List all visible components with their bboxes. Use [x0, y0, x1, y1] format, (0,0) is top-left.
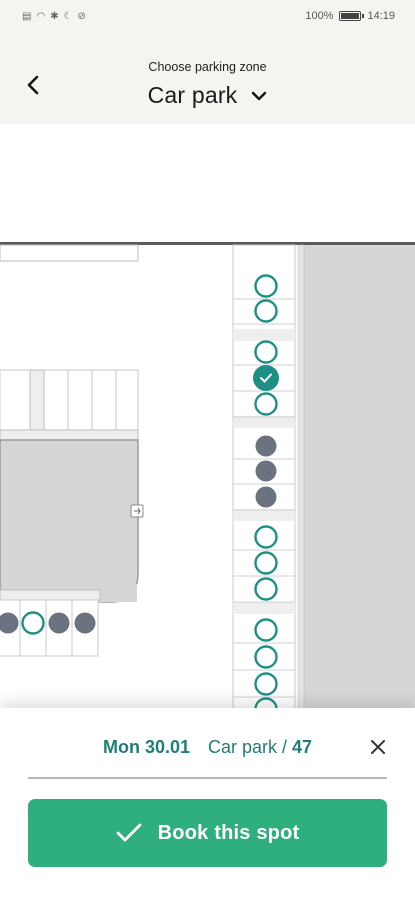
status-right: 100% 14:19 — [305, 10, 395, 22]
status-bar: ▤ ◠ ✱ ☾ ⊘ 100% 14:19 — [0, 0, 415, 32]
bluetooth-icon: ✱ — [50, 10, 59, 22]
parking-spot-available[interactable] — [254, 577, 278, 601]
walkway — [233, 602, 295, 614]
parking-spot-available[interactable] — [254, 618, 278, 642]
side-curb — [297, 244, 305, 710]
booking-zone: Car park / 47 — [208, 737, 312, 758]
parking-spot-available[interactable] — [254, 551, 278, 575]
booking-date: Mon 30.01 — [102, 736, 190, 757]
chevron-down-icon — [252, 91, 267, 100]
parking-spot-available[interactable] — [254, 392, 278, 416]
spot-number: 47 — [292, 736, 313, 757]
close-icon — [371, 740, 385, 754]
walkway — [233, 416, 295, 428]
stall-row-upper-left — [0, 369, 139, 431]
parking-map[interactable] — [0, 124, 415, 710]
parking-spot-available[interactable] — [254, 299, 278, 323]
wifi-icon: ◠ — [36, 10, 46, 22]
zone-title: Car park — [147, 82, 238, 108]
chevron-left-icon — [27, 75, 39, 95]
close-button[interactable] — [367, 736, 389, 758]
booking-info: Mon 30.01 Car park / 47 — [0, 734, 415, 760]
building-annex — [97, 584, 137, 602]
mute-icon: ⊘ — [77, 10, 86, 22]
walkway — [29, 369, 45, 431]
header-subtitle: Choose parking zone — [148, 60, 267, 74]
parking-spot-occupied[interactable] — [74, 612, 96, 634]
battery-level: 100% — [305, 10, 334, 22]
walkway — [0, 589, 101, 601]
parking-spot-available[interactable] — [254, 645, 278, 669]
sheet-divider — [28, 777, 387, 779]
parking-spot-available[interactable] — [21, 611, 45, 635]
parking-spot-occupied[interactable] — [255, 460, 277, 482]
parking-spot-selected[interactable] — [253, 365, 279, 391]
side-area — [302, 245, 415, 710]
check-icon — [260, 373, 272, 383]
parking-spot-available[interactable] — [254, 672, 278, 696]
moon-icon: ☾ — [63, 10, 73, 22]
battery-icon — [339, 11, 365, 21]
book-spot-button[interactable]: Book this spot — [28, 799, 387, 867]
parking-spot-occupied[interactable] — [0, 612, 19, 634]
clock: 14:19 — [367, 10, 395, 22]
walkway — [0, 429, 139, 441]
status-icons: ▤ ◠ ✱ ☾ ⊘ — [22, 11, 86, 22]
book-spot-label: Book this spot — [157, 821, 300, 844]
parking-spot-occupied[interactable] — [255, 486, 277, 508]
building — [0, 439, 139, 603]
header: Choose parking zone Car park — [0, 32, 415, 124]
walkway — [233, 509, 295, 521]
sim-icon: ▤ — [22, 10, 32, 22]
parking-spot-occupied[interactable] — [255, 435, 277, 457]
booking-sheet: Mon 30.01 Car park / 47 Book this spot — [0, 708, 415, 900]
parking-spot-available[interactable] — [254, 525, 278, 549]
walkway — [233, 329, 295, 341]
map-canvas[interactable] — [0, 124, 415, 710]
zone-selector[interactable]: Car park — [0, 82, 415, 109]
road-edge — [0, 244, 139, 262]
parking-spot-available[interactable] — [254, 274, 278, 298]
parking-spot-available[interactable] — [254, 340, 278, 364]
back-button[interactable] — [18, 70, 48, 100]
zone-name: Car park / — [207, 736, 288, 757]
parking-spot-occupied[interactable] — [48, 612, 70, 634]
map-wall-top — [0, 242, 415, 245]
check-icon — [116, 823, 142, 842]
